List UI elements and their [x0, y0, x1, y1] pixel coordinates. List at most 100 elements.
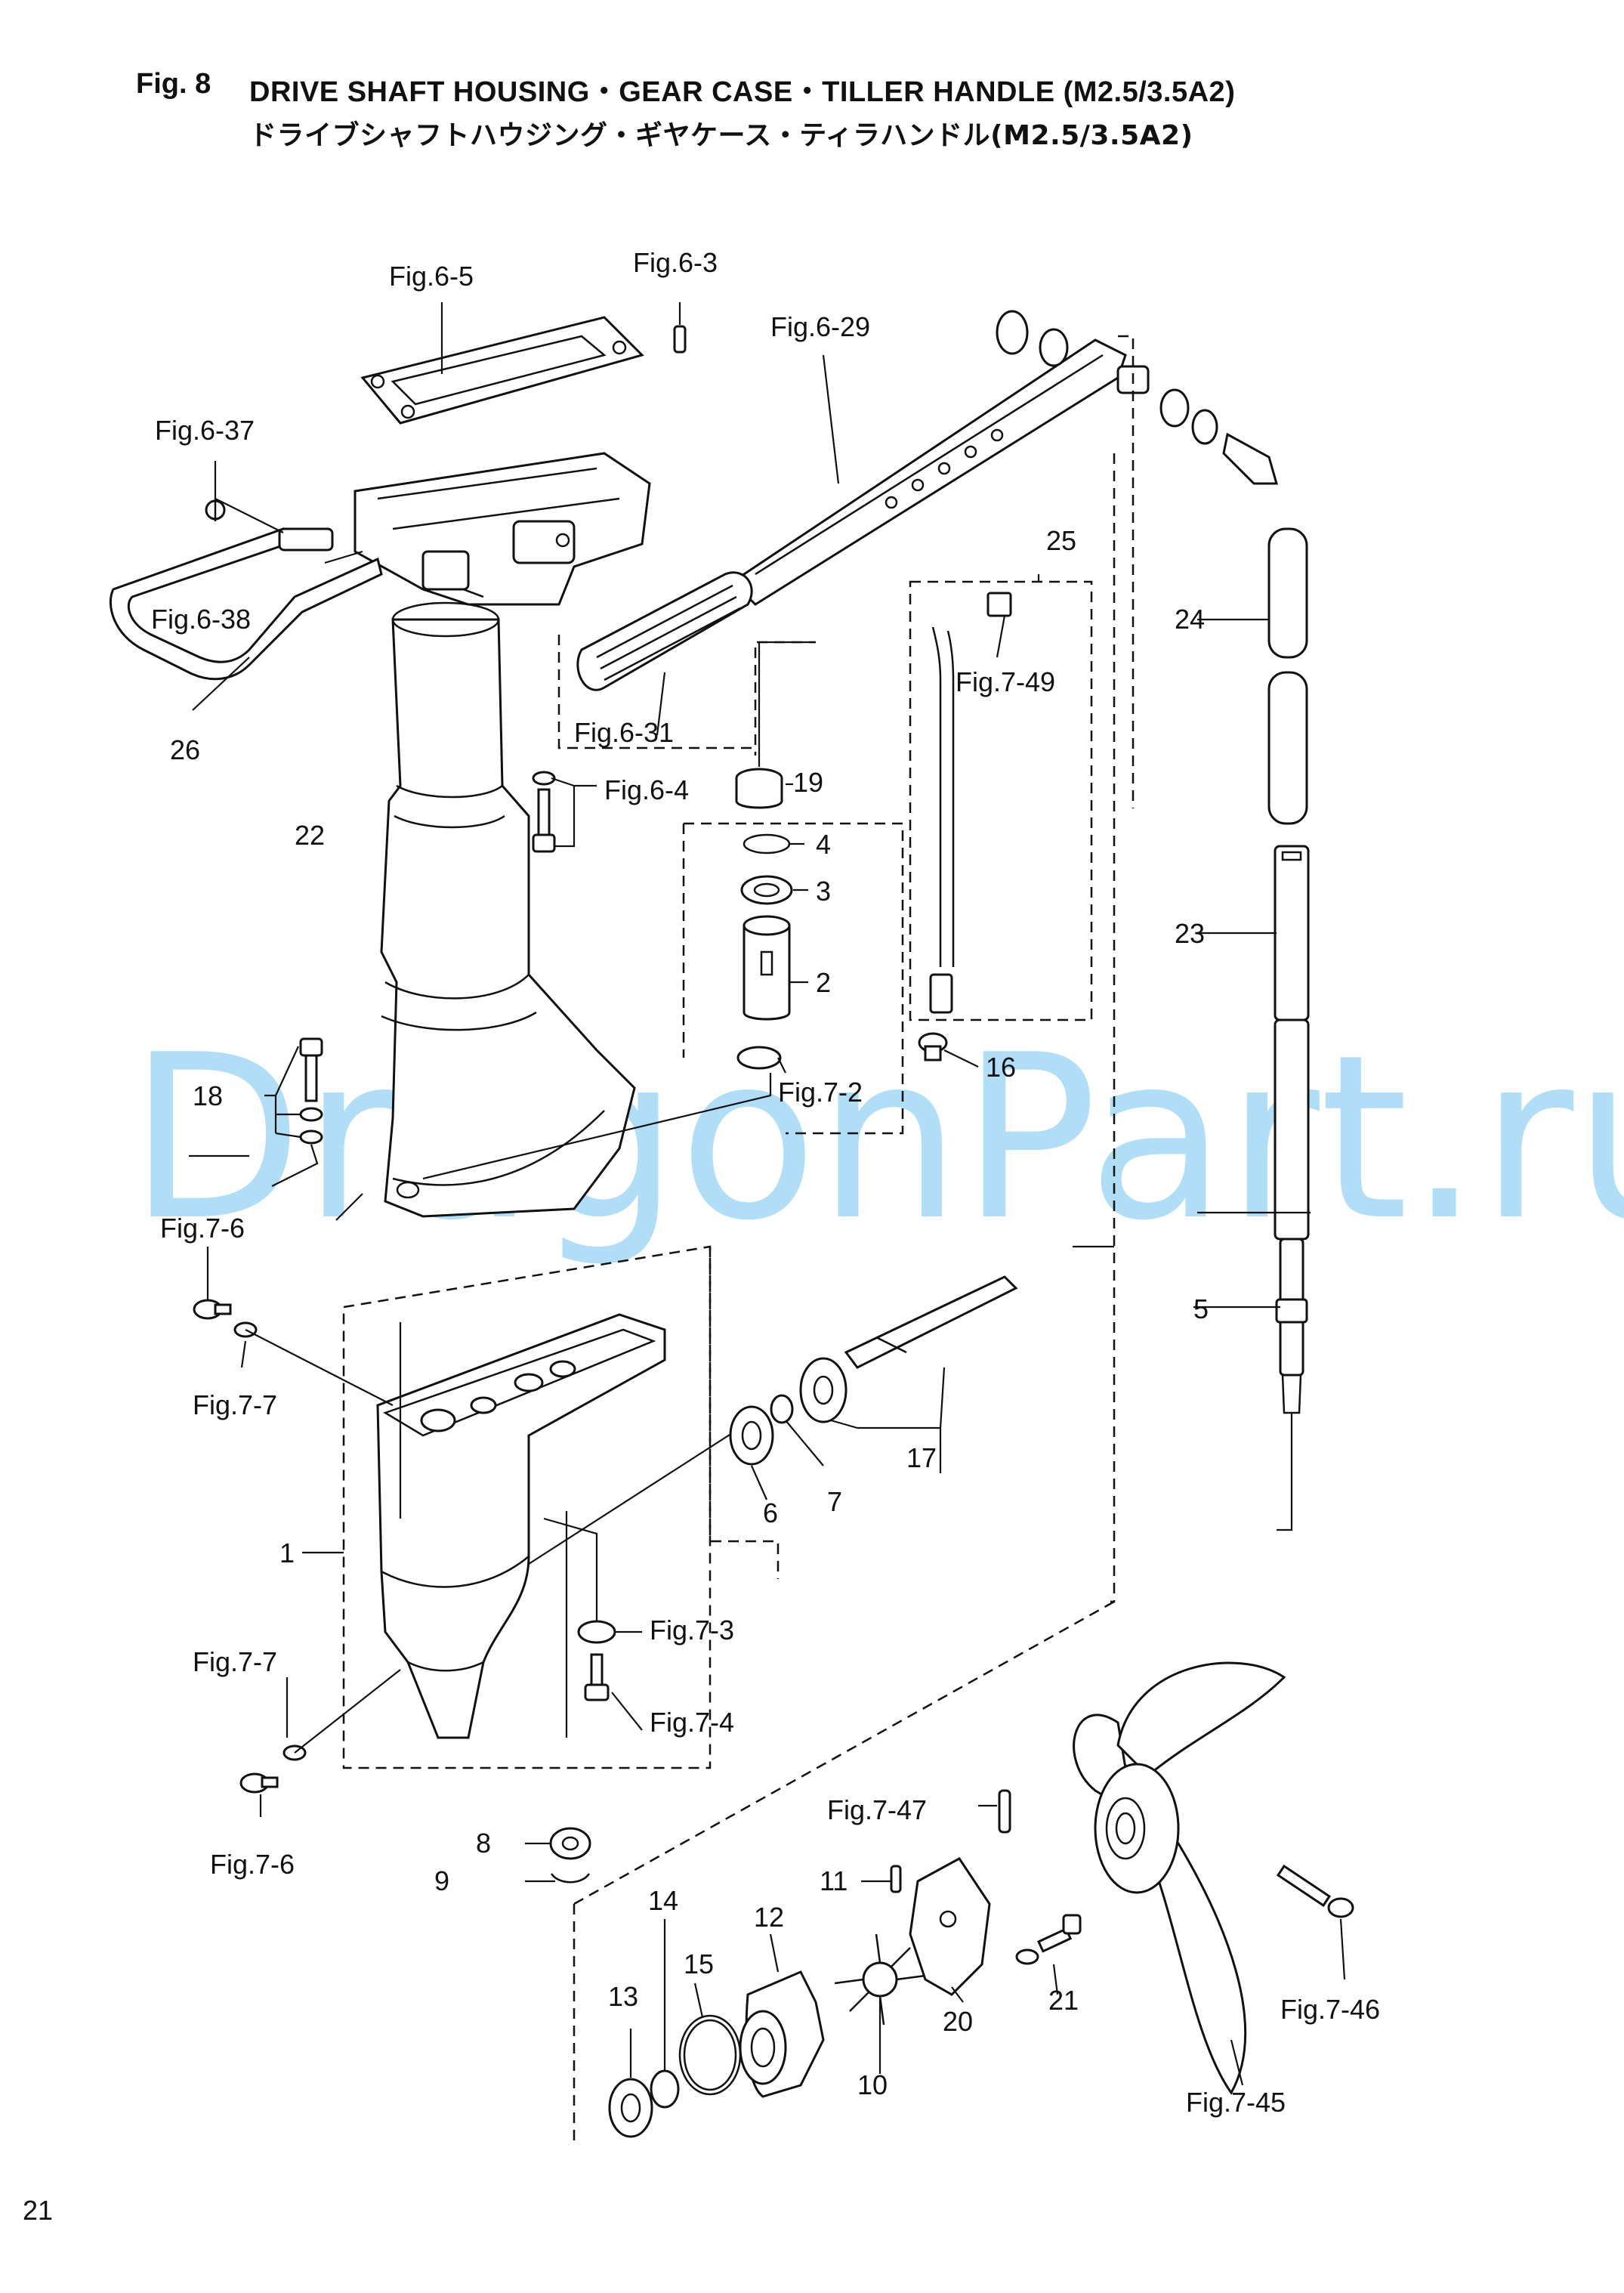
callout-9: 9 [434, 1865, 449, 1896]
ref-fig7-4: Fig.7-4 [650, 1707, 734, 1738]
tiller-pivot-hardware [996, 310, 1278, 485]
callout-25: 25 [1046, 525, 1076, 556]
ref-fig7-2: Fig.7-2 [778, 1077, 863, 1108]
screw-7-4 [584, 1653, 610, 1701]
ref-fig6-38: Fig.6-38 [151, 604, 251, 635]
callout-4: 4 [816, 829, 831, 860]
gear-case-box [342, 1245, 712, 1769]
ref-fig6-3: Fig.6-3 [633, 247, 718, 278]
bearing-13 [608, 2078, 653, 2138]
page-number: 21 [23, 2195, 54, 2226]
o-ring-15 [678, 2014, 742, 2096]
bushing-19 [735, 768, 783, 809]
screw-7-6-bottom [239, 1772, 279, 1794]
bolt-6-4 [532, 771, 556, 853]
title-english: DRIVE SHAFT HOUSING・GEAR CASE・TILLER HAN… [249, 76, 1236, 108]
callout-11: 11 [820, 1865, 848, 1896]
tiller-handle-arm [730, 338, 1127, 606]
ref-fig7-46: Fig.7-46 [1280, 1994, 1380, 2025]
ref-fig7-6-top: Fig.7-6 [160, 1213, 245, 1244]
watermark: DragonPart.ru [128, 1006, 1624, 1270]
callout-18: 18 [193, 1080, 223, 1111]
ref-fig6-4: Fig.6-4 [604, 774, 689, 805]
bearing-3 [740, 875, 793, 905]
ref-fig7-45: Fig.7-45 [1186, 2087, 1286, 2118]
throttle-rod [929, 592, 1012, 1014]
plug-16 [918, 1032, 948, 1062]
callout-2: 2 [816, 967, 831, 998]
grommet-7-3 [577, 1620, 616, 1644]
tiller-grip [576, 571, 753, 691]
washer-7 [770, 1394, 794, 1424]
leader-lines [189, 302, 1346, 2086]
ref-fig7-6-bottom: Fig.7-6 [210, 1849, 295, 1880]
bolt-6-37 [205, 499, 226, 521]
tiller-group-bracket [1110, 335, 1135, 1603]
propeller-shaft [844, 1275, 1018, 1369]
ref-fig6-5: Fig.6-5 [389, 261, 474, 292]
callout-14: 14 [648, 1885, 678, 1916]
callout-8: 8 [476, 1828, 491, 1859]
ref-fig7-49: Fig.7-49 [956, 666, 1055, 697]
ref-fig6-31: Fig.6-31 [574, 717, 674, 748]
callout-23: 23 [1175, 918, 1205, 949]
key-11 [890, 1865, 902, 1893]
drive-shaft-23 [1274, 845, 1310, 1241]
sleeve-2 [743, 915, 791, 1021]
figure-number: Fig. 8 [136, 68, 211, 100]
cover-plate-20 [909, 1857, 991, 1996]
steering-handle-26 [109, 527, 383, 681]
bolt-18 [299, 1037, 323, 1145]
seal-14 [650, 2069, 680, 2109]
callout-16: 16 [986, 1052, 1016, 1083]
ref-fig7-47: Fig.7-47 [827, 1794, 927, 1825]
screw-7-6-top [193, 1299, 232, 1320]
ref-fig7-7-top: Fig.7-7 [193, 1389, 277, 1420]
drive-shaft-5 [1275, 1238, 1308, 1414]
ref-fig6-29: Fig.6-29 [770, 311, 870, 342]
callout-10: 10 [857, 2069, 888, 2100]
bearing-6 [729, 1405, 774, 1466]
drive-shaft-housing [380, 601, 636, 1218]
water-pump-box [573, 1600, 1115, 2146]
pump-housing-12 [739, 1970, 825, 2098]
callout-7: 7 [827, 1486, 842, 1517]
callout-3: 3 [816, 876, 831, 907]
callout-26: 26 [170, 734, 200, 765]
cotter-pin-9 [550, 1873, 591, 1884]
pin-7-47 [998, 1789, 1011, 1834]
water-tube-24 [1267, 527, 1308, 825]
callout-15: 15 [684, 1948, 714, 1979]
callout-19: 19 [793, 767, 823, 798]
callout-13: 13 [608, 1981, 638, 2012]
callout-24: 24 [1175, 604, 1205, 635]
bearing-group-box [682, 822, 904, 1135]
callout-12: 12 [754, 1902, 784, 1933]
callout-1: 1 [279, 1537, 295, 1568]
gear-case-1 [376, 1313, 666, 1739]
callout-21: 21 [1048, 1985, 1079, 2016]
callout-20: 20 [943, 2006, 973, 2037]
ref-fig6-37: Fig.6-37 [155, 415, 255, 446]
callout-5: 5 [1193, 1293, 1209, 1324]
lower-bearing [736, 1046, 782, 1070]
callout-17: 17 [906, 1442, 937, 1473]
title-japanese: ドライブシャフトハウジング・ギヤケース・ティラハンドル(M2.5/3.5A2) [249, 120, 1193, 151]
impeller-10 [834, 1933, 926, 2026]
prop-shaft-box [709, 1247, 780, 1579]
cotter-pin-7-46 [1276, 1864, 1354, 1918]
ref-fig7-7-bottom: Fig.7-7 [193, 1646, 277, 1677]
ref-fig7-3: Fig.7-3 [650, 1615, 734, 1646]
propeller [1073, 1661, 1286, 2095]
upper-gasket [360, 316, 644, 425]
circlip-4 [743, 833, 791, 854]
dowel-pin [673, 325, 687, 354]
mounting-bracket [354, 452, 651, 606]
throttle-group-box [909, 580, 1093, 1021]
callout-6: 6 [763, 1497, 778, 1528]
drive-shaft-leader [1277, 1413, 1293, 1531]
bolt-21 [1015, 1914, 1082, 1965]
nut-8 [549, 1827, 591, 1860]
callout-22: 22 [295, 820, 325, 851]
